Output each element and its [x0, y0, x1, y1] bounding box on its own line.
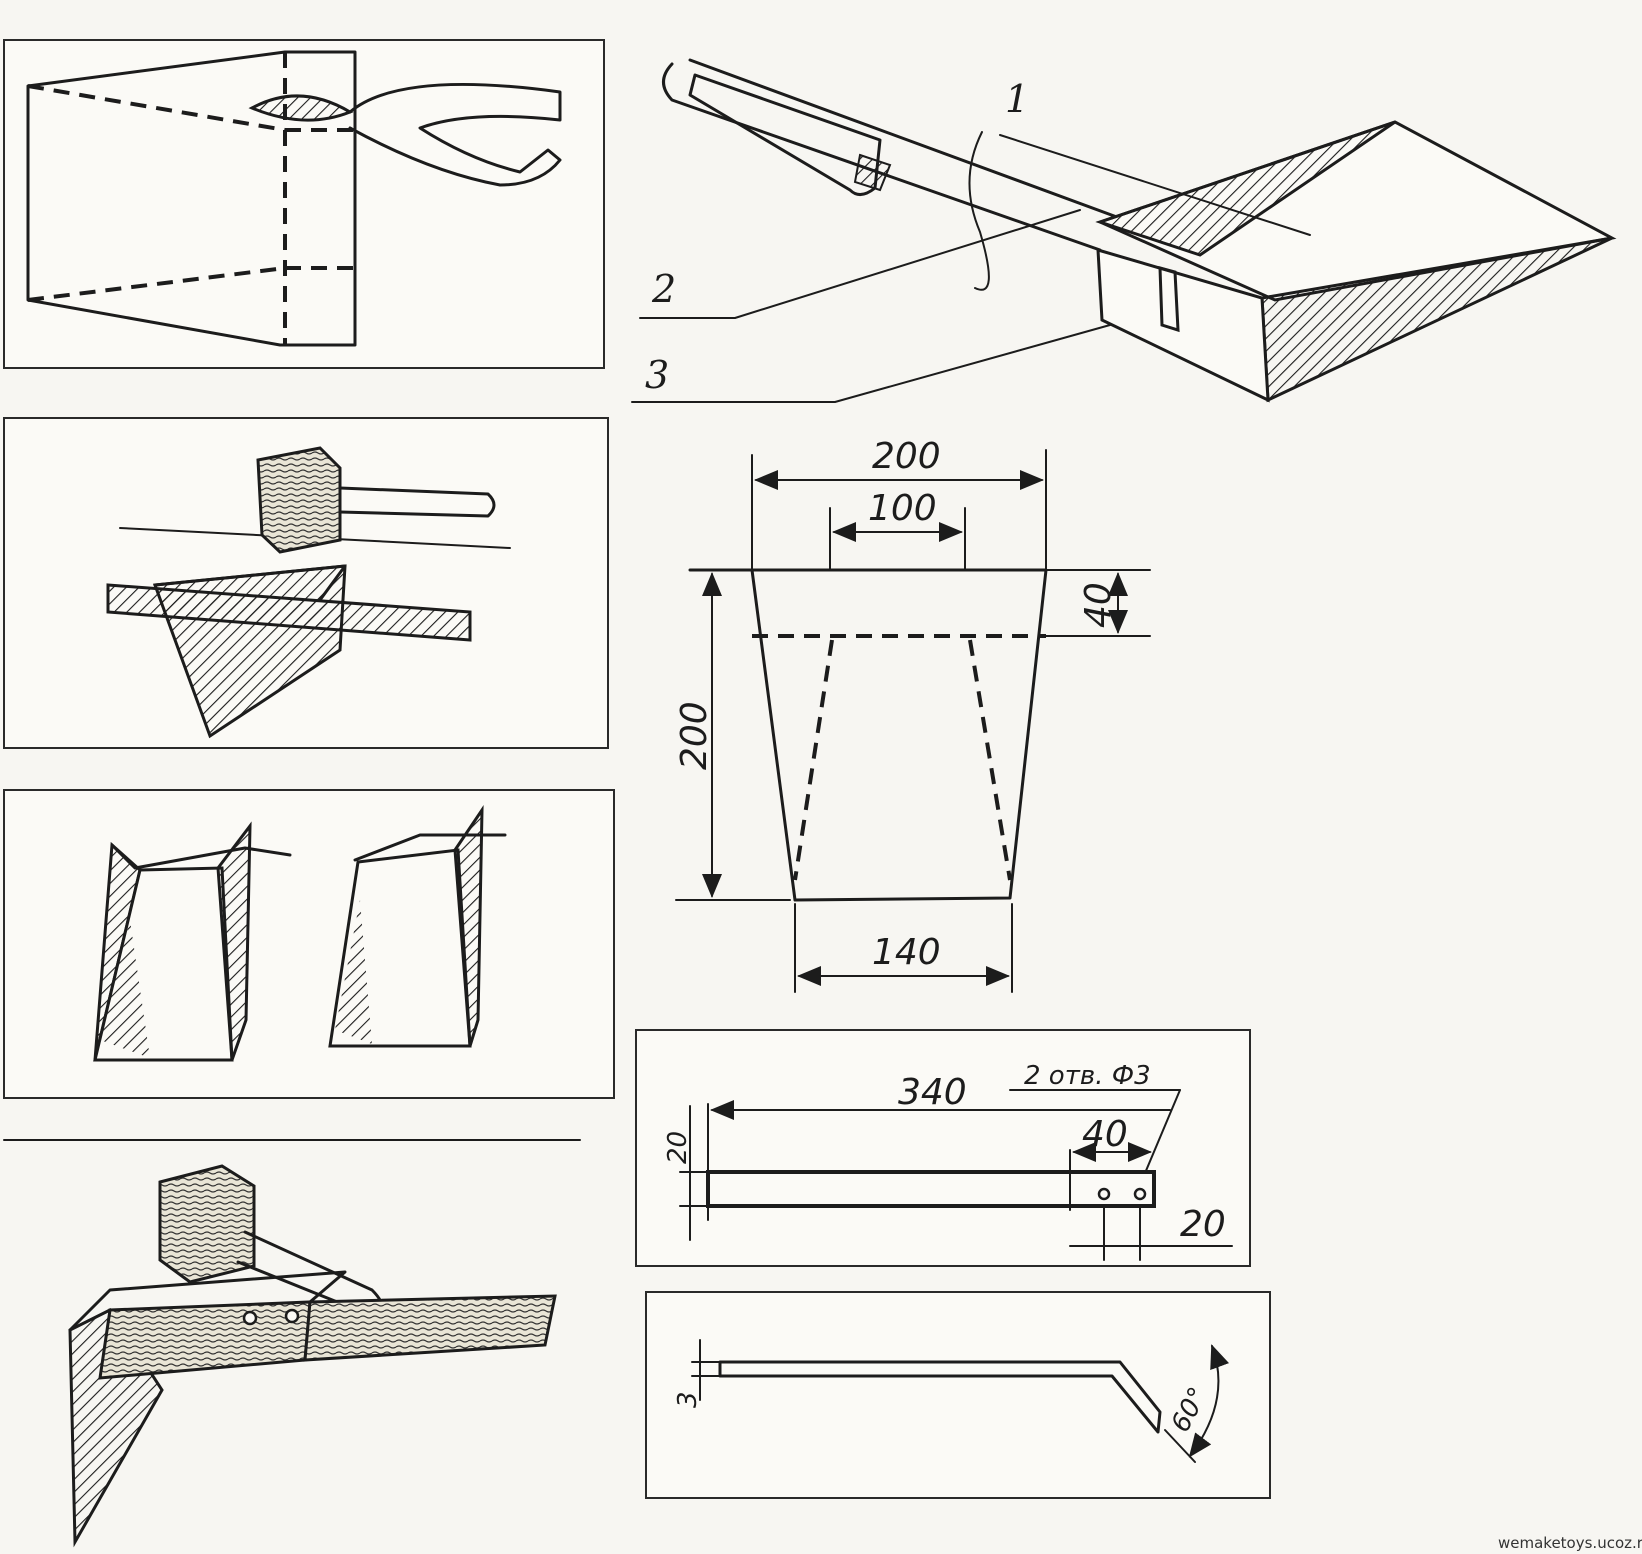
angle-extension: [1164, 1429, 1196, 1463]
fold-line-right: [968, 639, 1012, 881]
handle-outline: [662, 62, 1102, 252]
callout-1: 1: [1005, 77, 1029, 121]
dim-top-width: 200: [872, 436, 941, 477]
rotation-arc: [968, 131, 990, 291]
mallet-head-icon: [256, 446, 342, 554]
mallet-handle: [338, 486, 496, 518]
leader-line-3: [631, 324, 1111, 403]
holes-note: 2 отв. Ф3: [1024, 1061, 1151, 1091]
dim-bottom-width: 140: [872, 932, 941, 973]
sheet-top-edge: [153, 564, 347, 602]
panel-folded-shapes: [3, 789, 615, 1099]
pliers-icon: [348, 82, 562, 187]
dim-end-width: 20: [1180, 1204, 1226, 1245]
watermark: wemaketoys.ucoz.ru: [1498, 1534, 1642, 1552]
note-leader: [1139, 1089, 1181, 1186]
angle-arc: [1188, 1344, 1230, 1458]
panel-mallet-edge: [3, 417, 609, 749]
dim-strip-height: 40: [1078, 582, 1119, 628]
dim-length: 340: [898, 1072, 967, 1113]
hole-icon: [284, 1308, 300, 1324]
dim-hole-offset: 40: [1082, 1114, 1128, 1155]
shape2-shade: [335, 900, 372, 1044]
scoop-isometric: 1 2 3: [631, 58, 1617, 403]
dim-thickness: 3: [673, 1391, 703, 1408]
handle-strip: [303, 1294, 557, 1362]
hole-icon: [1097, 1187, 1111, 1201]
handle-mount-icon: [1158, 266, 1180, 333]
shape1-shade: [100, 920, 150, 1058]
callout-2: 2: [651, 267, 676, 311]
panel-frame: [635, 1029, 1251, 1267]
shape1-right-flap: [216, 821, 252, 1061]
wooden-bar: [98, 1300, 312, 1380]
dim-height: 200: [674, 701, 715, 770]
shape2-right-flap: [453, 804, 484, 1047]
hole-icon: [242, 1310, 258, 1326]
handle-plan-drawing: 340 2 отв. Ф3 40 20 20: [635, 1029, 1251, 1267]
panel-mallet-handle: [3, 1139, 581, 1548]
handle-side-drawing: 3 60°: [645, 1291, 1271, 1499]
dim-inner-width: 100: [868, 488, 937, 529]
handle-strip-plan: [706, 1170, 1156, 1208]
fold-line-left: [793, 639, 834, 881]
scoop-left-wall: [1095, 120, 1396, 257]
cone-fold-lines: [27, 52, 355, 345]
mallet-head-icon: [158, 1164, 256, 1284]
handle-rivet-zone: [853, 153, 892, 192]
dim-width: 20: [663, 1131, 693, 1164]
panel-cone-pliers: [3, 39, 605, 369]
handle-loop: [688, 73, 882, 196]
handle-outline: [688, 58, 1127, 222]
callout-3: 3: [645, 353, 669, 397]
pattern-outline: [688, 568, 1048, 902]
hole-icon: [1133, 1187, 1147, 1201]
panel-frame: [645, 1291, 1271, 1499]
leader-line-2: [639, 209, 1081, 319]
leader-line-1: [999, 134, 1311, 236]
wedge-top: [68, 1270, 347, 1332]
cone-pattern-drawing: 200 100 40 200 140: [674, 436, 1151, 993]
panel-frame: [3, 39, 605, 369]
scoop-back-wall: [1096, 247, 1270, 403]
